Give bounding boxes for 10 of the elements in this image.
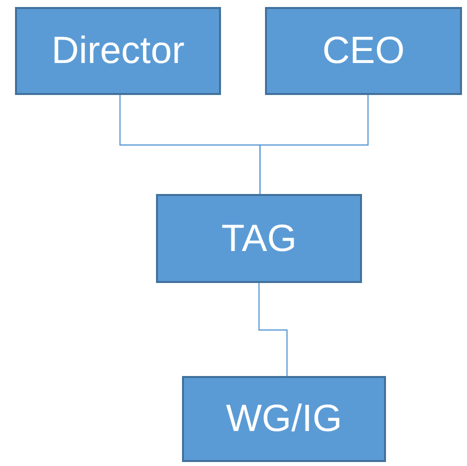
connector-line bbox=[258, 283, 288, 376]
box-label: Director bbox=[51, 32, 185, 70]
connector-line bbox=[259, 95, 369, 194]
box-label: WG/IG bbox=[226, 400, 342, 438]
box-label: CEO bbox=[322, 32, 405, 70]
org-box bbox=[182, 376, 386, 462]
box-label: TAG bbox=[221, 220, 297, 258]
org-box bbox=[265, 7, 462, 95]
org-box bbox=[15, 7, 221, 95]
org-box bbox=[156, 194, 362, 283]
